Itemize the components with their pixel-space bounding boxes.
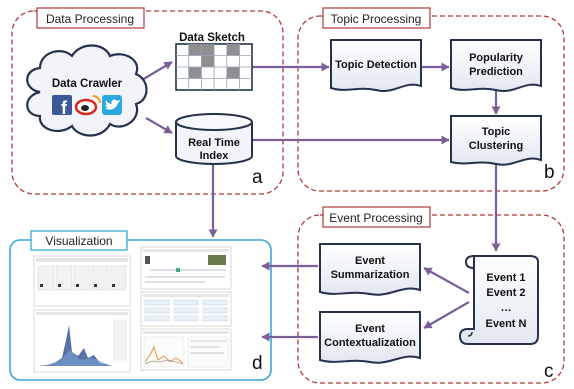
event-contextualization-node: Event Contextualization <box>319 311 421 364</box>
visualization-region <box>9 239 272 381</box>
corner-letter-c: c <box>544 361 554 382</box>
cloud-shape <box>26 44 148 137</box>
topic-clustering-line-1: Topic <box>482 126 511 138</box>
viz-thumbnail-timeline <box>140 246 232 290</box>
event-contextualization-line-1: Event <box>355 323 385 335</box>
topic-clustering-line-2: Clustering <box>469 140 523 152</box>
svg-text:f: f <box>61 98 68 118</box>
data-crawler-node: Data Crawler f <box>26 44 148 137</box>
event-processing-title-box <box>322 206 431 228</box>
arrow-events-to-summarization <box>423 267 470 294</box>
viz-thumbnail-dashboard <box>33 255 131 307</box>
event-summarization-line-2: Summarization <box>331 269 410 281</box>
event-ellipsis-label: … <box>501 302 512 314</box>
arrows <box>141 61 501 342</box>
visualization-title-box <box>30 230 128 251</box>
data-crawler-label: Data Crawler <box>52 78 123 90</box>
popularity-prediction-line-2: Prediction <box>469 66 523 78</box>
topic-clustering-node: Topic Clustering <box>450 115 542 166</box>
real-time-index-node: Real Time Index <box>175 113 253 165</box>
real-time-index-line-1: Real Time <box>188 137 240 149</box>
event-2-label: Event 2 <box>486 287 525 299</box>
data-sketch-label: Data Sketch <box>179 32 245 44</box>
viz-thumbnail-topic-grid <box>140 291 232 327</box>
facebook-icon: f <box>52 95 72 118</box>
data-processing-title: Data Processing <box>46 12 134 26</box>
topic-detection-label: Topic Detection <box>335 59 417 71</box>
data-sketch-node: Data Sketch <box>175 32 253 91</box>
event-n-label: Event N <box>486 318 527 330</box>
popularity-prediction-line-1: Popularity <box>469 52 524 64</box>
event-1-label: Event 1 <box>486 272 525 284</box>
weibo-icon <box>74 95 101 116</box>
topic-processing-title: Topic Processing <box>331 12 422 26</box>
topic-processing-title-box <box>322 7 431 29</box>
corner-letter-a: a <box>252 167 263 188</box>
twitter-icon <box>102 95 122 115</box>
topic-detection-node: Topic Detection <box>330 39 422 93</box>
data-sketch-cells <box>188 44 240 79</box>
data-processing-title-box <box>36 7 145 29</box>
event-summarization-node: Event Summarization <box>319 243 421 296</box>
corner-letter-d: d <box>252 353 263 374</box>
arrow-events-to-contextualization <box>423 301 470 329</box>
visualization-title: Visualization <box>45 234 112 248</box>
event-contextualization-line-2: Contextualization <box>324 337 416 349</box>
arrow-crawler-to-sketch <box>141 61 173 81</box>
visualization-screenshots <box>33 246 232 373</box>
event-summarization-line-1: Event <box>355 255 385 267</box>
real-time-index-line-2: Index <box>200 150 230 162</box>
topic-processing-region <box>297 15 565 192</box>
viz-thumbnail-trend-chart <box>33 309 131 373</box>
event-processing-title: Event Processing <box>329 211 422 225</box>
data-processing-region <box>11 10 284 195</box>
viz-thumbnail-context-chart <box>140 328 232 371</box>
popularity-prediction-node: Popularity Prediction <box>450 39 542 93</box>
events-scroll-node: Event 1 Event 2 … Event N <box>458 255 539 345</box>
corner-letter-b: b <box>544 162 555 183</box>
arrow-crawler-to-index <box>145 117 173 134</box>
